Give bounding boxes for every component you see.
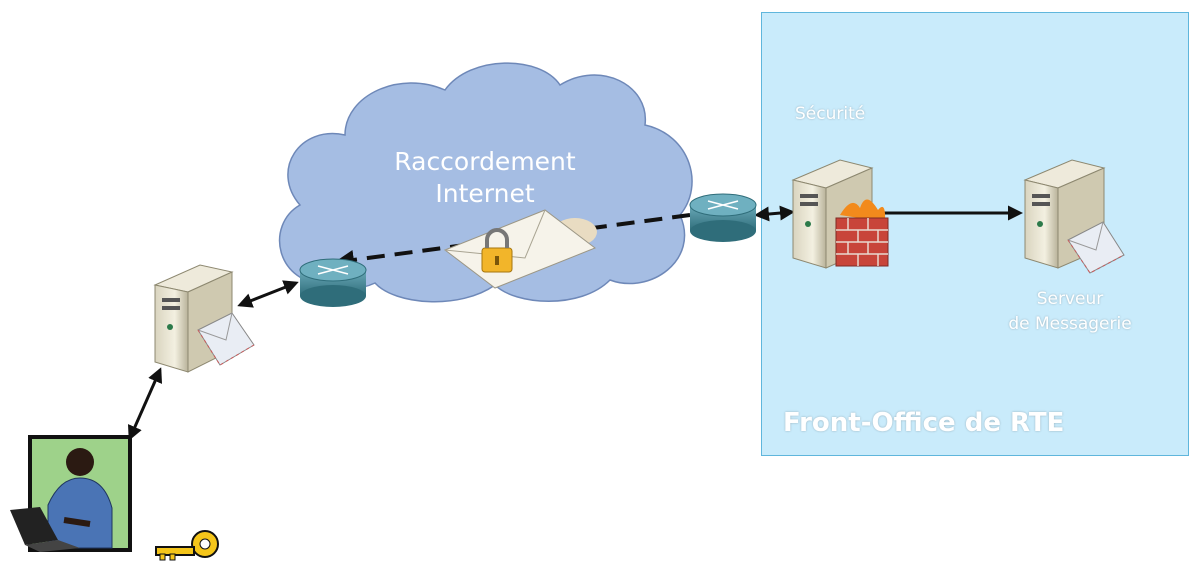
cloud-label-line2: Internet bbox=[435, 179, 535, 208]
envelope-icon bbox=[1067, 221, 1125, 274]
router-firewall-link bbox=[754, 205, 795, 222]
client-router-link bbox=[237, 280, 299, 308]
user-at-laptop-icon bbox=[10, 435, 132, 552]
firewall-server-icon bbox=[791, 159, 889, 269]
client-server-icon bbox=[153, 264, 255, 373]
front-office-label: Front-Office de RTE bbox=[783, 408, 1065, 438]
mail-server-label-line2: de Messagerie bbox=[1008, 314, 1132, 334]
mail-server-label: Serveur de Messagerie bbox=[980, 287, 1160, 337]
cloud-label: Raccordement Internet bbox=[360, 146, 610, 210]
security-label: Sécurité bbox=[795, 104, 866, 124]
router-icon bbox=[299, 258, 367, 307]
mail-server-icon bbox=[1023, 159, 1125, 274]
envelope-icon bbox=[197, 312, 255, 366]
mail-server-label-line1: Serveur bbox=[1036, 289, 1104, 309]
key-icon bbox=[155, 530, 219, 561]
router-icon bbox=[689, 193, 757, 242]
envelope-lock-icon bbox=[443, 209, 597, 289]
user-server-link bbox=[127, 367, 163, 441]
cloud-label-line1: Raccordement bbox=[394, 147, 576, 176]
